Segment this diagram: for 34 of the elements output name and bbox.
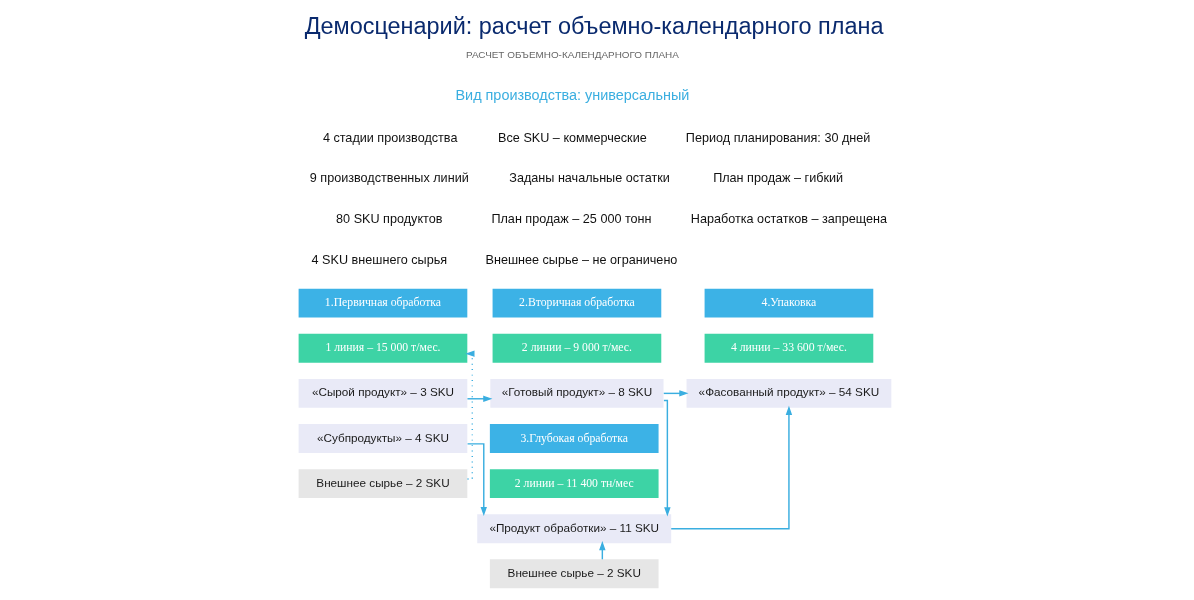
node-box: «Субпродукты» – 4 SKU [298, 424, 468, 453]
label: РАСЧЕТ ОБЪЕМНО-КАЛЕНДАРНОГО ПЛАНА [466, 49, 679, 61]
label: 4 SKU внешнего сырья [311, 252, 448, 267]
label: Все SKU – коммерческие [498, 130, 647, 145]
node-box: Внешнее сырье – 2 SKU [489, 559, 659, 589]
label: Внешнее сырье – не ограничено [485, 252, 678, 267]
node-box: 2 линии – 9 000 т/мес. [492, 333, 662, 363]
arrow [465, 350, 475, 480]
diagram-title: Демосценарий: расчет объемно-календарного плана [304, 13, 884, 40]
node-box: 2.Вторичная обработка [492, 288, 662, 318]
node-box: 1 линия – 15 000 т/мес. [298, 333, 468, 363]
label: План продаж – 25 000 тонн [491, 212, 652, 227]
label: Наработка остатков – запрещена [690, 212, 888, 227]
node-box: 3.Глубокая обработка [489, 424, 659, 453]
label: Вид производства: универсальный [455, 86, 690, 103]
node-box: 1.Первичная обработка [298, 288, 468, 318]
node-box: Внешнее сырье – 2 SKU [298, 469, 468, 499]
label: Период планирования: 30 дней [685, 130, 871, 145]
node-box: «Готовый продукт» – 8 SKU [490, 378, 664, 408]
node-box: 4 линии – 33 600 т/мес. [704, 333, 874, 363]
label: План продаж – гибкий [713, 171, 844, 186]
arrow [466, 443, 487, 517]
label: 4 стадии производства [322, 130, 458, 145]
label: Заданы начальные остатки [509, 171, 670, 186]
arrow [466, 395, 493, 402]
node-box: «Продукт обработки» – 11 SKU [477, 514, 672, 544]
node-box: «Сырой продукт» – 3 SKU [298, 378, 468, 408]
node-box: 4.Упаковка [704, 288, 874, 318]
arrow [670, 405, 793, 530]
arrow [663, 399, 671, 517]
label: 9 производственных линий [309, 171, 469, 186]
node-box: 2 линии – 11 400 тн/мес [489, 469, 659, 499]
node-box: «Фасованный продукт» – 54 SKU [686, 378, 892, 408]
label: 80 SKU продуктов [336, 212, 443, 227]
